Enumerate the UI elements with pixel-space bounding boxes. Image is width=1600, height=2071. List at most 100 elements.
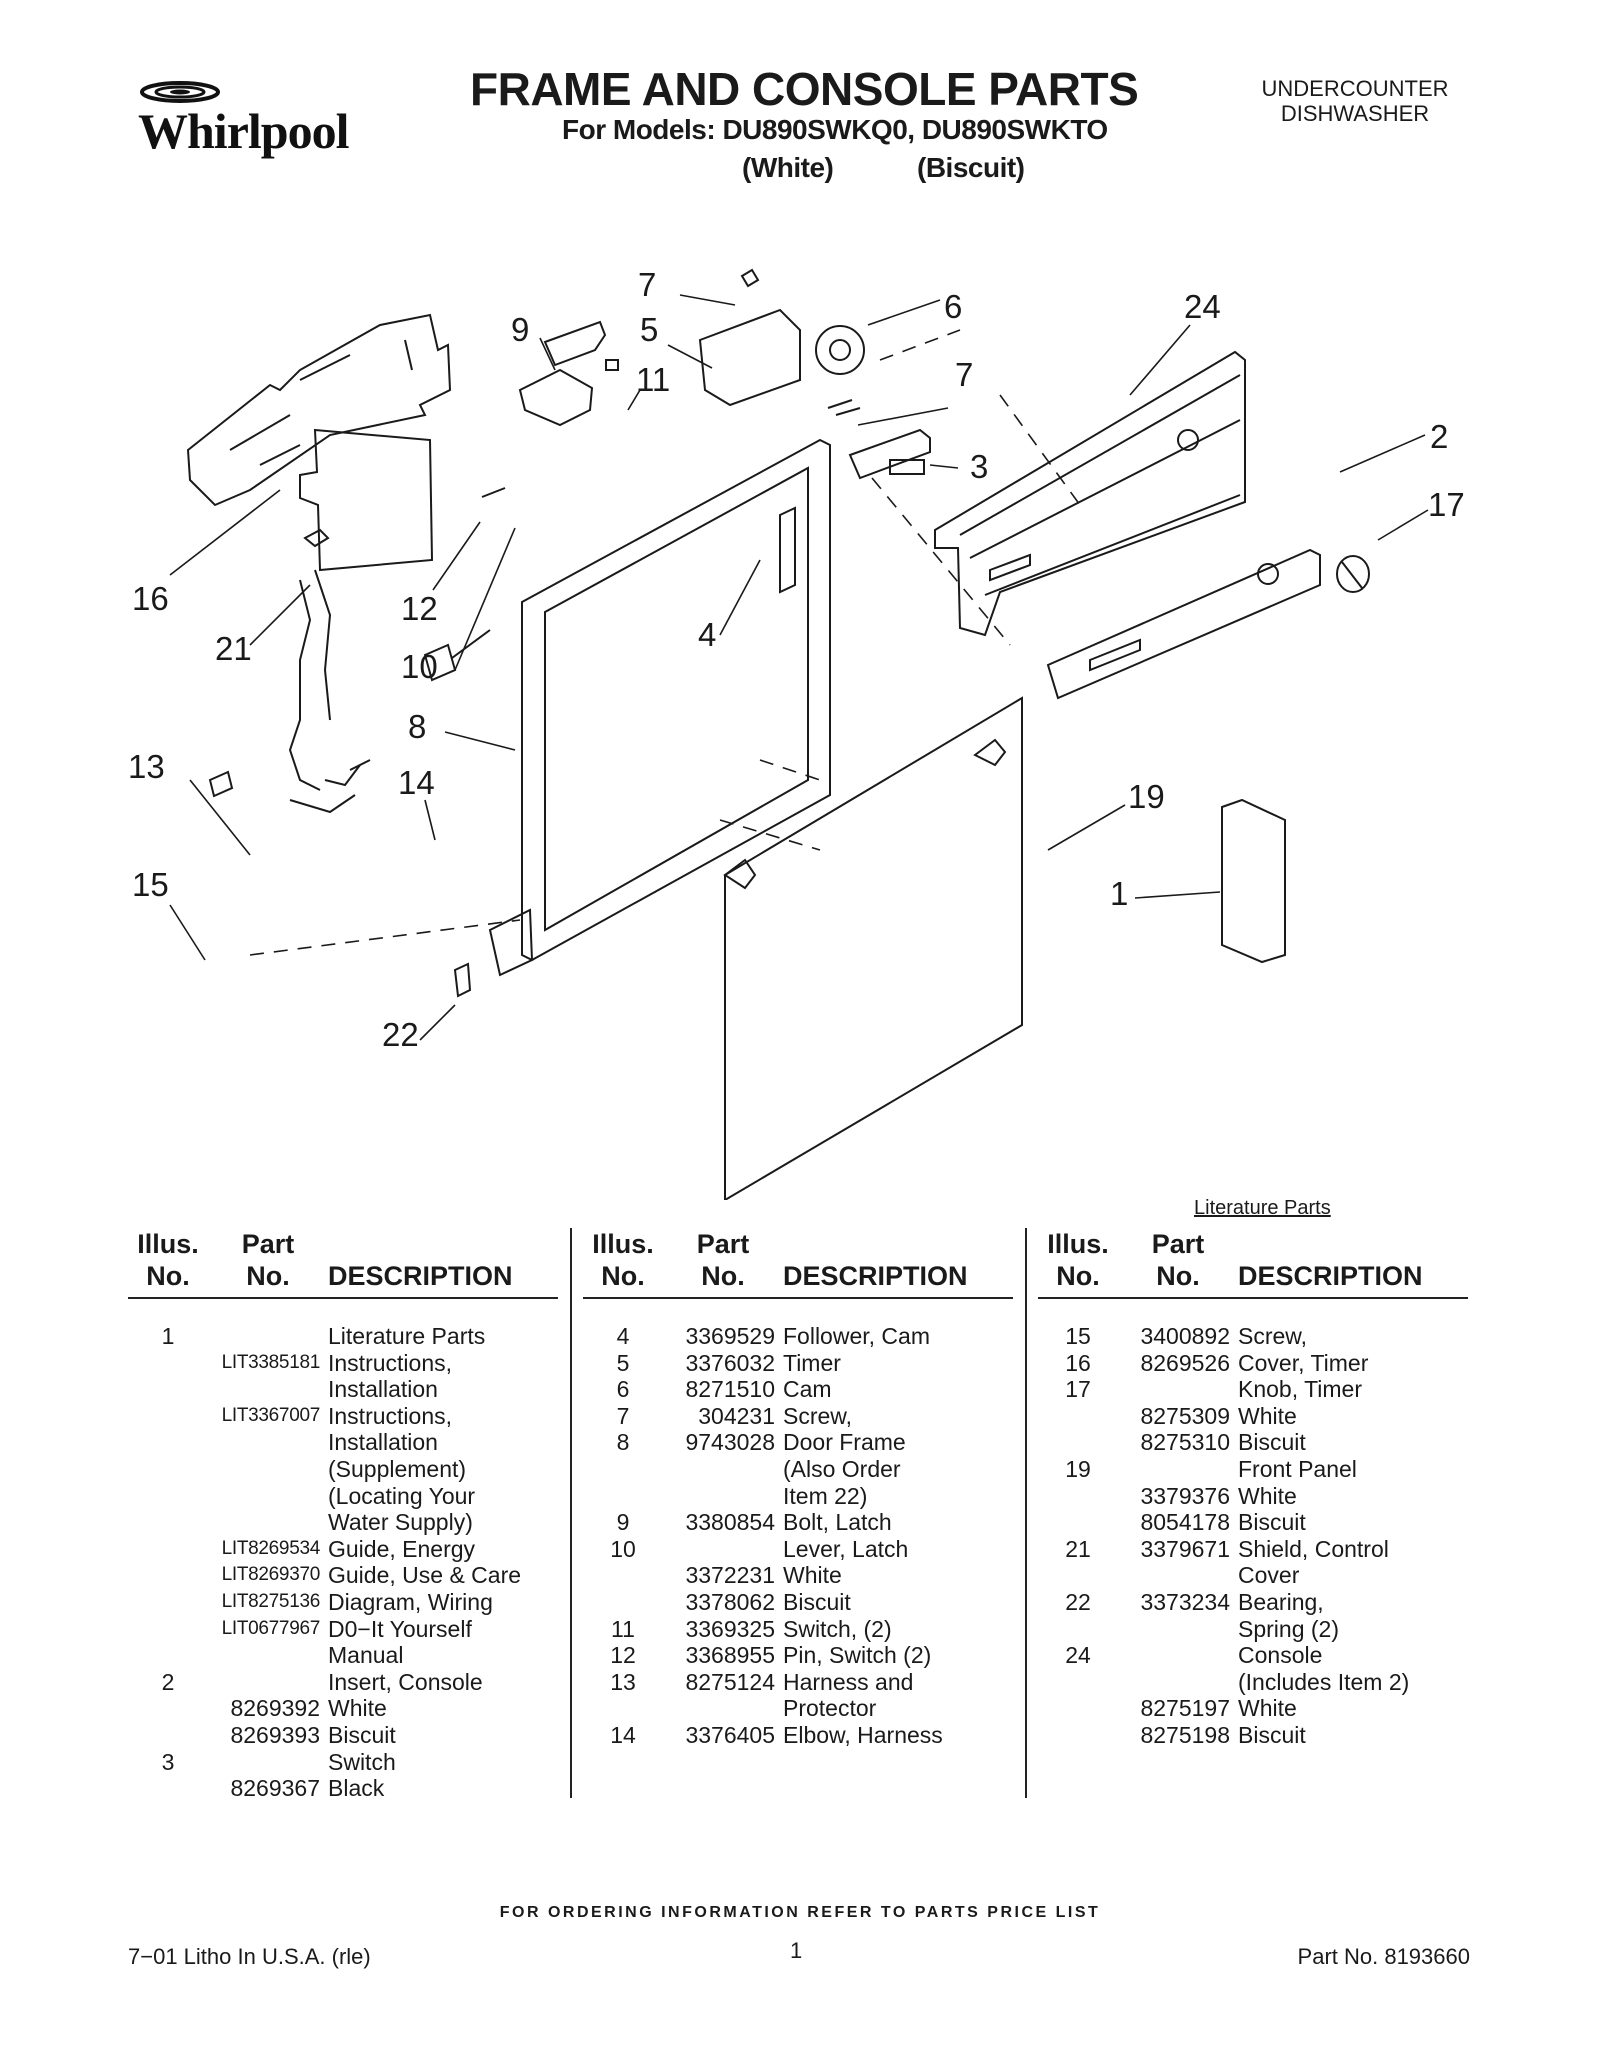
- description-cell: (Supplement): [328, 1455, 467, 1482]
- illus-no-cell: 2: [161, 1668, 175, 1695]
- illus-no-cell: 15: [1065, 1323, 1091, 1349]
- description-cell: Switch, (2): [783, 1615, 892, 1642]
- whirlpool-logo: Whirlpool: [128, 72, 368, 162]
- description-cell: Switch: [328, 1748, 396, 1775]
- table-row: Item 22): [583, 1483, 1013, 1510]
- finish-biscuit-label: (Biscuit): [917, 152, 1025, 183]
- callout-11: 11: [636, 361, 671, 398]
- description-cell: Literature Parts: [328, 1323, 486, 1349]
- part-no-cell: 3400892: [1140, 1323, 1230, 1349]
- description-cell: (Includes Item 2): [1238, 1668, 1410, 1695]
- description-cell: Protector: [783, 1695, 877, 1722]
- table-row: Water Supply): [128, 1509, 558, 1536]
- header-illus-no: Illus.No.: [592, 1229, 654, 1291]
- table-row: (Also Order: [583, 1456, 1013, 1483]
- part-no-cell: 8275309: [1140, 1402, 1230, 1429]
- illus-no-cell: 3: [161, 1748, 175, 1775]
- illus-no-cell: 7: [616, 1402, 630, 1429]
- knob-part: [1336, 555, 1370, 593]
- description-cell: Console: [1238, 1642, 1323, 1669]
- illus-no-cell: 6: [616, 1376, 630, 1403]
- product-type: UNDERCOUNTER DISHWASHER: [1260, 76, 1450, 126]
- page-title: FRAME AND CONSOLE PARTS: [470, 63, 1139, 115]
- models-line: For Models: DU890SWKQ0, DU890SWKTO: [562, 114, 1108, 145]
- description-cell: Follower, Cam: [783, 1323, 930, 1349]
- front-panel-part: [723, 696, 1023, 1200]
- illus-no-cell: 14: [610, 1721, 636, 1748]
- table-row: 17 Knob, Timer: [1038, 1376, 1468, 1403]
- description-cell: (Locating Your: [328, 1482, 476, 1509]
- description-cell: Biscuit: [1238, 1509, 1306, 1536]
- header-description: DESCRIPTION: [1238, 1261, 1423, 1291]
- illus-no-cell: 9: [616, 1509, 630, 1536]
- description-cell: White: [783, 1562, 842, 1589]
- table-row: 8275310 Biscuit: [1038, 1429, 1468, 1456]
- description-cell: Cam: [783, 1376, 832, 1403]
- finish-white-label: (White): [742, 152, 834, 183]
- brand-wordmark: Whirlpool: [138, 103, 349, 159]
- description-cell: Black: [328, 1775, 385, 1802]
- illus-no-cell: 24: [1065, 1642, 1091, 1669]
- description-cell: Lever, Latch: [783, 1535, 909, 1562]
- part-number: Part No. 8193660: [1297, 1944, 1470, 1969]
- description-cell: White: [1238, 1482, 1297, 1509]
- table-row: 3379376 White: [1038, 1483, 1468, 1510]
- description-cell: Knob, Timer: [1238, 1376, 1362, 1403]
- callout-16: 16: [132, 580, 169, 617]
- description-cell: Timer: [783, 1349, 841, 1376]
- description-cell: Screw,: [1238, 1323, 1308, 1349]
- part-no-cell: LIT8269370: [221, 1564, 321, 1586]
- part-no-cell: 8275124: [685, 1668, 775, 1695]
- part-no-cell: 3376405: [685, 1721, 775, 1748]
- description-cell: Instructions,: [328, 1349, 452, 1376]
- part-no-cell: LIT8275136: [221, 1590, 321, 1612]
- part-no-cell: 3379376: [1140, 1482, 1230, 1509]
- part-no-cell: 3380854: [685, 1509, 775, 1536]
- screw-and-bearing-parts: [208, 770, 472, 998]
- table-row: Installation: [128, 1376, 558, 1403]
- part-no-cell: 8054178: [1140, 1509, 1230, 1536]
- control-shield-part: [299, 428, 434, 572]
- description-cell: Biscuit: [783, 1588, 851, 1615]
- illus-no-cell: 13: [610, 1668, 636, 1695]
- header-rule: [1038, 1297, 1468, 1299]
- table-row: Protector: [583, 1695, 1013, 1722]
- description-cell: Installation: [328, 1429, 438, 1456]
- latch-parts: [481, 320, 619, 498]
- callout-1: 1: [1110, 875, 1129, 912]
- timer-part: [698, 268, 865, 416]
- description-cell: Screw,: [783, 1402, 853, 1429]
- table-row: 24 Console: [1038, 1642, 1468, 1669]
- part-no-cell: 3378062: [685, 1588, 775, 1615]
- description-cell: Biscuit: [328, 1721, 396, 1748]
- table-row: Spring (2): [1038, 1616, 1468, 1643]
- illus-no-cell: 5: [616, 1349, 630, 1376]
- diagram-drawing: [169, 268, 1429, 1200]
- part-no-cell: 8275197: [1140, 1695, 1230, 1722]
- callout-7-top: 7: [638, 266, 657, 303]
- table-row: LIT3367007 Instructions,: [128, 1403, 558, 1430]
- product-type-line1: UNDERCOUNTER: [1261, 76, 1449, 101]
- illus-no-cell: 12: [610, 1642, 636, 1669]
- table-row: 15 3400892 Screw,: [1038, 1323, 1468, 1350]
- illus-no-cell: 17: [1065, 1376, 1091, 1403]
- description-cell: Instructions,: [328, 1402, 452, 1429]
- part-no-cell: 8275310: [1140, 1429, 1230, 1456]
- part-no-cell: LIT3367007: [221, 1404, 321, 1426]
- product-type-line2: DISHWASHER: [1280, 101, 1430, 126]
- header-rule: [128, 1297, 558, 1299]
- description-cell: Biscuit: [1238, 1429, 1306, 1456]
- literature-parts-caption: Literature Parts: [1194, 1197, 1331, 1219]
- callout-21: 21: [215, 630, 252, 667]
